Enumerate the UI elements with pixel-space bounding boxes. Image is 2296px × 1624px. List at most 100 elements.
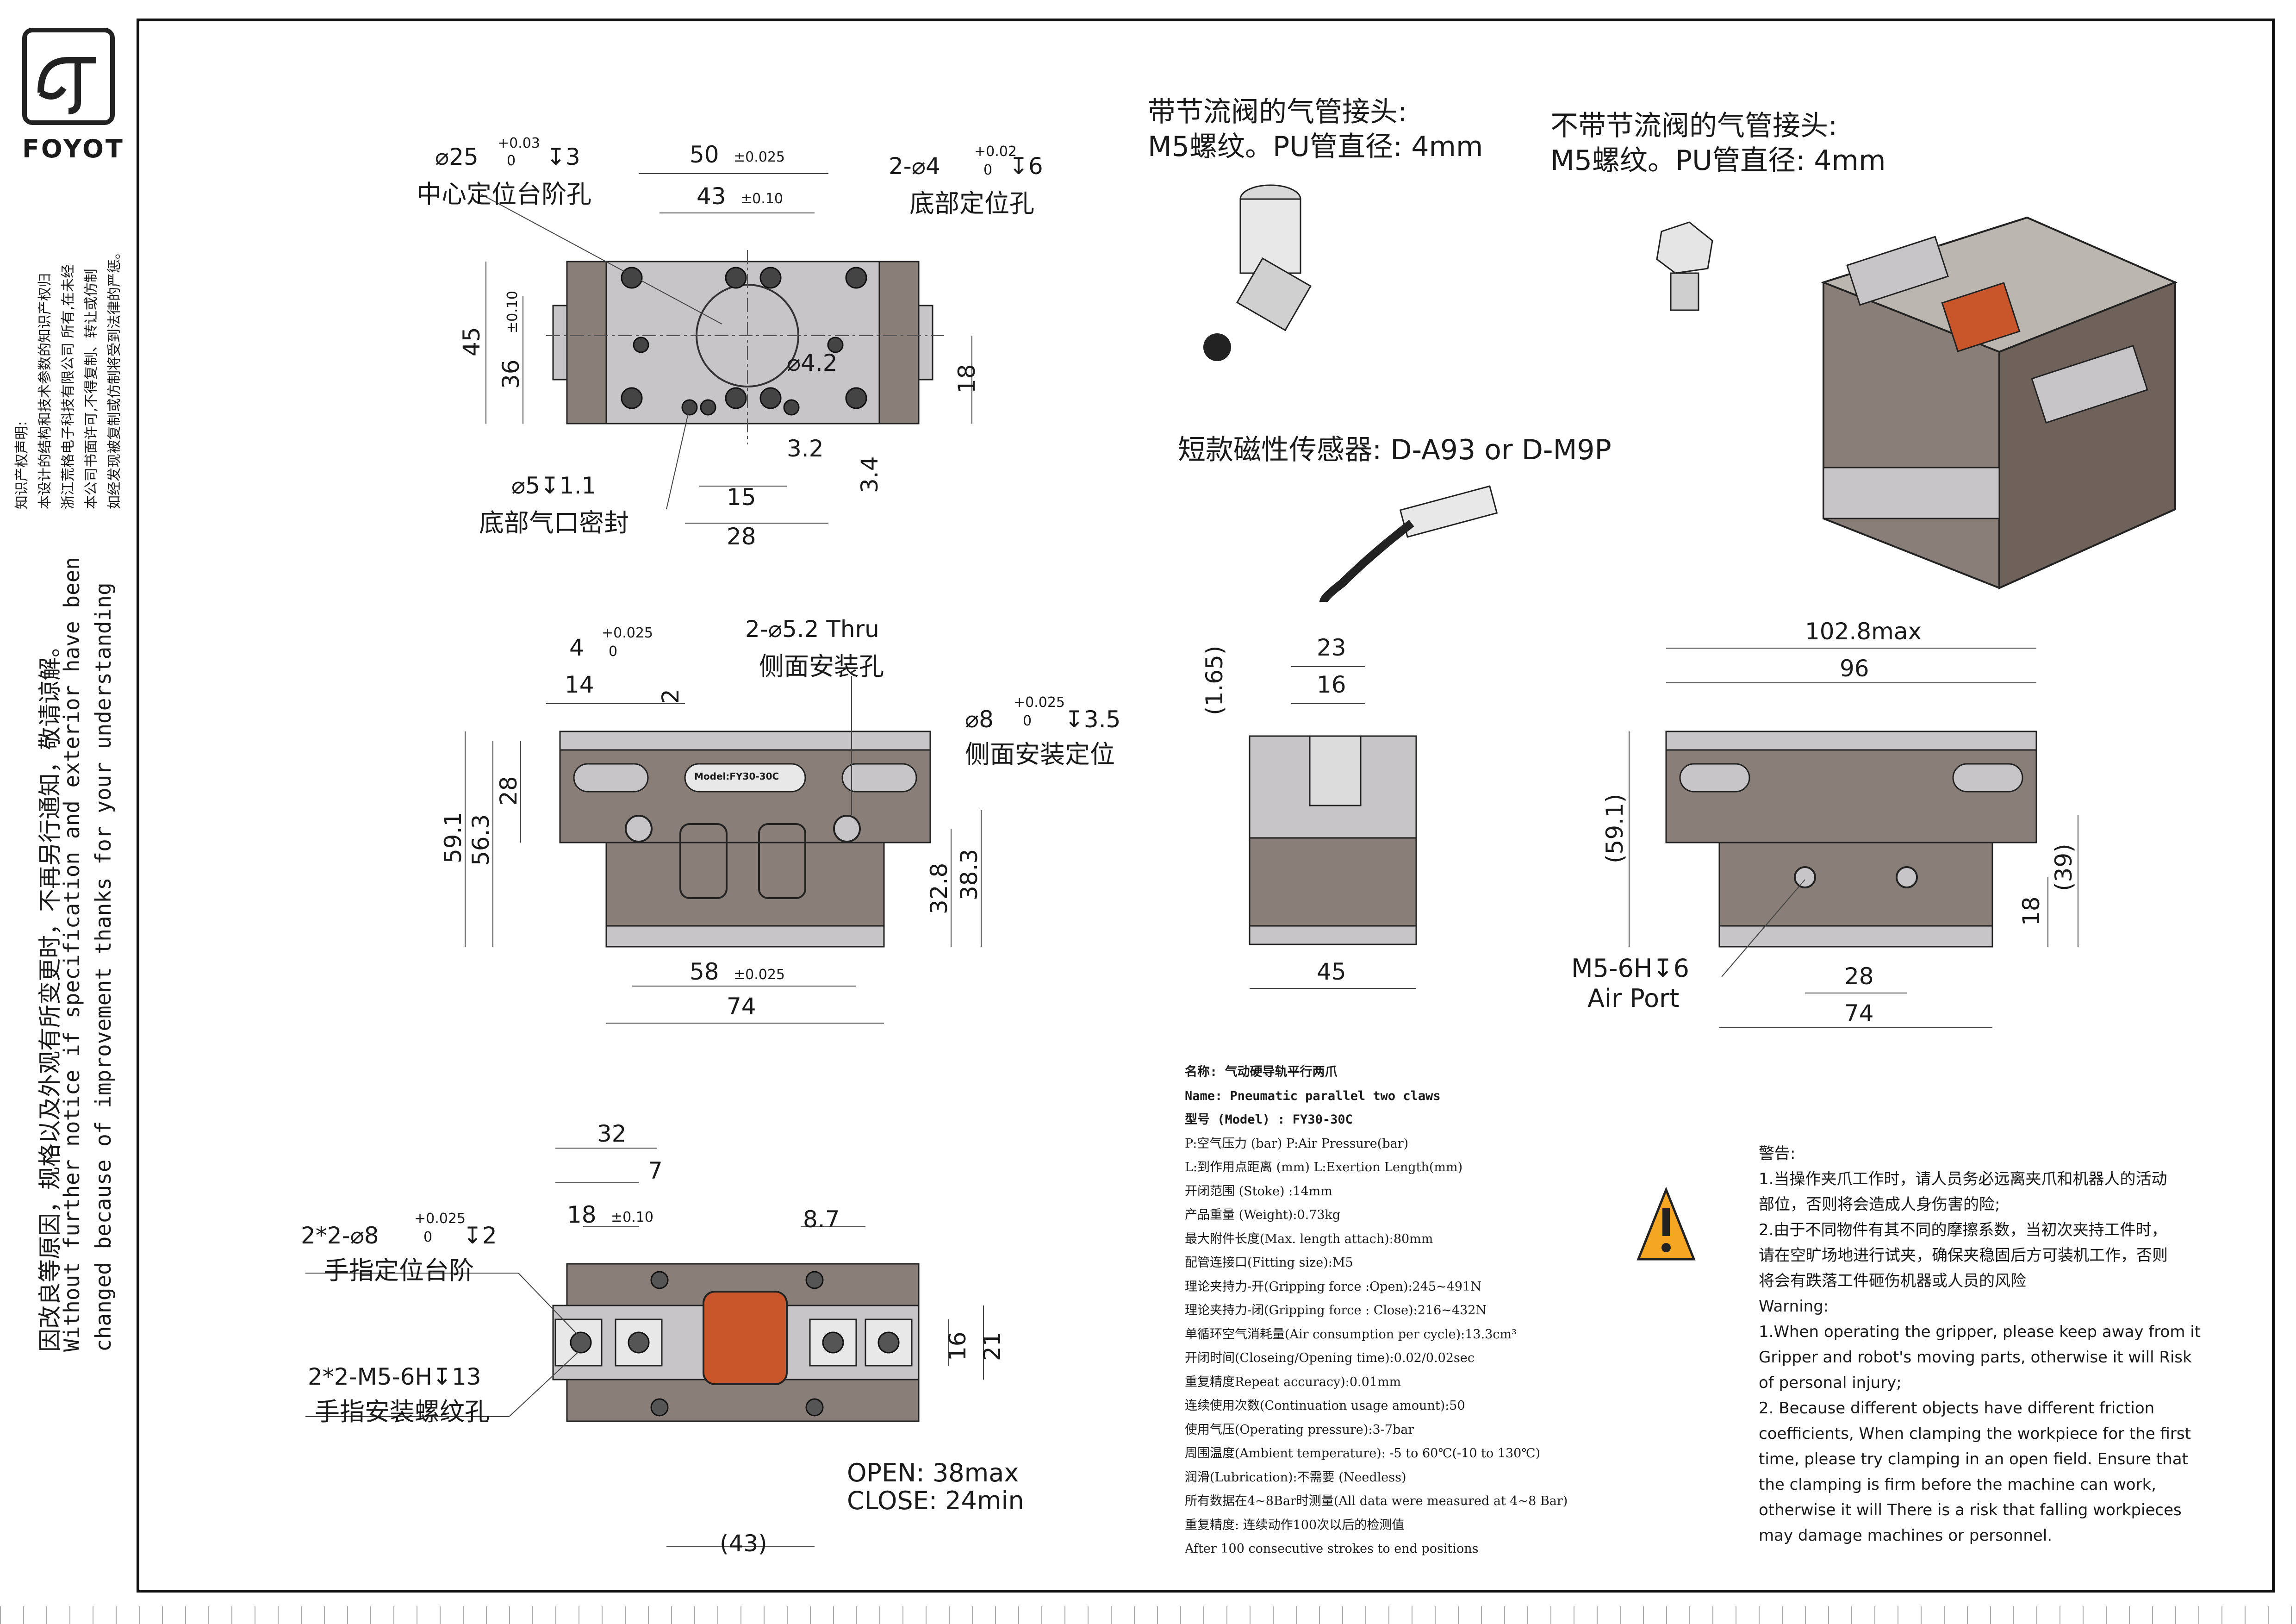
dim-d8-tol2: 0: [1023, 713, 1032, 729]
spec-item: 重复精度Repeat accuracy):0.01mm: [1185, 1374, 1401, 1389]
fitting-with-valve-title: 带节流阀的气管接头:: [1148, 96, 1407, 128]
fitting-no-valve-spec: M5螺纹。PU管直径: 4mm: [1550, 144, 1886, 177]
warning-line: 1.当操作夹爪工作时，请人员务必远离夹爪和机器人的活动: [1759, 1170, 2167, 1188]
dim-h591-ref: (59.1): [1601, 793, 1628, 863]
dim-w58-tol: ±0.025: [734, 967, 785, 983]
dim-w43: 43: [697, 183, 726, 210]
warning-line: Warning:: [1759, 1297, 1829, 1316]
dim-h165: (1.65): [1201, 645, 1228, 715]
dim-w74-back: 74: [1844, 1000, 1874, 1027]
dim-h18: 18: [953, 364, 980, 394]
spec-item: 连续使用次数(Continuation usage amount):50: [1185, 1399, 1465, 1413]
top-view: [481, 173, 972, 524]
dim-w50-tol: ±0.025: [734, 149, 785, 165]
dim-w58: 58: [690, 958, 719, 985]
warning-line: 将会有跌落工件砸伤机器或人员的风险: [1759, 1272, 2026, 1290]
dim-w4-tol: +0.025: [602, 625, 653, 641]
dim-w4: 4: [569, 634, 584, 661]
dim-h36: 36: [498, 359, 524, 389]
dim-h563: 56.3: [467, 814, 494, 866]
model-tag: Model:FY30-30C: [694, 771, 779, 782]
warning-line: may damage machines or personnel.: [1759, 1526, 2053, 1545]
dim-d42: ⌀4.2: [787, 350, 838, 376]
center-step-hole-label: 中心定位台阶孔: [417, 180, 591, 209]
dim-h21: 21: [979, 1331, 1006, 1361]
dim-w14: 14: [565, 671, 594, 698]
stroke-close: CLOSE: 24min: [847, 1486, 1024, 1515]
dim-d8: ⌀8: [965, 706, 994, 733]
warning-text: 警告: 1.当操作夹爪工作时，请人员务必远离夹爪和机器人的活动 部位，否则将会造…: [1759, 1141, 2235, 1549]
spec-name-en: Name: Pneumatic parallel two claws: [1185, 1088, 1441, 1103]
dim-h18-back: 18: [2018, 896, 2045, 926]
dim-w15: 15: [727, 484, 756, 511]
warning-line: 请在空旷场地进行试夹，确保夹稳固后方可装机工作，否则: [1759, 1246, 2168, 1265]
dim-d25-depth: ↧3: [546, 144, 580, 170]
dim-finger-d8: 2*2-⌀8: [301, 1222, 379, 1249]
dim-d4-tol: +0.02: [974, 144, 1017, 160]
spec-item: 周围温度(Ambient temperature): -5 to 60℃(-10…: [1185, 1446, 1541, 1461]
dim-h34: 3.4: [856, 456, 883, 493]
side-view: [1249, 666, 1417, 989]
spec-item: 单循环空气消耗量(Air consumption per cycle):13.3…: [1185, 1327, 1517, 1342]
spec-list: 名称: 气动硬导轨平行两爪 Name: Pneumatic parallel t…: [1185, 1060, 1568, 1561]
back-view: [1629, 648, 2078, 1028]
spec-item: 最大附件长度(Max. length attach):80mm: [1185, 1231, 1433, 1246]
spec-item: 产品重量 (Weight):0.73kg: [1185, 1208, 1341, 1222]
spec-item: 所有数据在4~8Bar时测量(All data were measured at…: [1185, 1494, 1568, 1508]
dim-h39: (39): [2050, 843, 2077, 891]
dim-h45: 45: [458, 327, 485, 356]
dim-d5: ⌀5↧1.1: [511, 472, 597, 499]
warning-line: 2.由于不同物件有其不同的摩擦系数，当初次夹持工件时，: [1759, 1221, 2167, 1239]
dim-d25-tol2: 0: [507, 153, 516, 169]
spec-item: 配管连接口(Fitting size):M5: [1185, 1255, 1353, 1270]
spec-item: 润滑(Lubrication):不需要 (Needless): [1185, 1470, 1406, 1485]
dim-w28-back: 28: [1844, 963, 1874, 990]
bottom-ruler: [0, 1606, 2296, 1624]
spec-item: L:到作用点距离 (mm) L:Exertion Length(mm): [1185, 1160, 1463, 1174]
drawing-frame: [137, 19, 2275, 1593]
warning-line: Gripper and robot's moving parts, otherw…: [1759, 1348, 2192, 1367]
dim-w74: 74: [727, 993, 756, 1020]
dim-d4-depth: ↧6: [1009, 153, 1043, 180]
dim-finger-thread: 2*2-M5-6H↧13: [308, 1363, 481, 1390]
spec-model: 型号 (Model) : FY30-30C: [1185, 1112, 1353, 1127]
dim-finger-d8-tol: +0.025: [414, 1211, 466, 1227]
dim-w7: 7: [648, 1157, 663, 1184]
dim-w45: 45: [1317, 958, 1346, 985]
dim-w32: 3.2: [787, 435, 824, 462]
dim-d25-tol: +0.03: [498, 135, 540, 151]
finger-thread-label: 手指安装螺纹孔: [315, 1397, 490, 1426]
front-view: [465, 676, 982, 1024]
dim-w28: 28: [727, 523, 756, 550]
bottom-air-seal-label: 底部气口密封: [479, 508, 629, 537]
warning-line: 警告:: [1759, 1144, 1796, 1163]
spec-name-zh: 名称: 气动硬导轨平行两爪: [1185, 1065, 1338, 1079]
dim-finger-d8-tol2: 0: [423, 1229, 433, 1245]
dim-h16: 16: [944, 1331, 971, 1361]
spec-item: 重复精度: 连续动作100次以后的检测值: [1185, 1518, 1405, 1532]
dim-w1028: 102.8max: [1805, 618, 1922, 645]
dim-finger-d8-depth: ↧2: [463, 1222, 497, 1249]
spec-item: 理论夹持力-闭(Gripping force : Close):216~432N: [1185, 1303, 1487, 1318]
fitting-with-valve-spec: M5螺纹。PU管直径: 4mm: [1148, 131, 1483, 163]
fitting-no-valve-title: 不带节流阀的气管接头:: [1550, 110, 1838, 142]
foyot-logo-icon: [22, 28, 115, 125]
warning-line: the clamping is firm before the machine …: [1759, 1475, 2157, 1494]
air-port-label: Air Port: [1587, 984, 1680, 1013]
spec-item: 使用气压(Operating pressure):3-7bar: [1185, 1422, 1414, 1437]
dim-d8-depth: ↧3.5: [1064, 706, 1121, 733]
dim-d4-tol2: 0: [983, 162, 993, 178]
side-mount-hole-label: 侧面安装孔: [759, 652, 884, 681]
dim-w43-tol: ±0.10: [740, 191, 783, 207]
spec-item: P:空气压力 (bar) P:Air Pressure(bar): [1185, 1136, 1409, 1151]
side-mount-locate-label: 侧面安装定位: [965, 740, 1115, 769]
dim-h36-tol: ±0.10: [504, 291, 521, 333]
fitting-with-valve-icon: [1203, 184, 1312, 361]
air-port-spec: M5-6H↧6: [1571, 954, 1689, 983]
dim-w23: 23: [1317, 634, 1346, 661]
dim-h383: 38.3: [956, 849, 983, 900]
spec-item: 开闭范围 (Stoke) :14mm: [1185, 1184, 1332, 1199]
dim-w43-ref: (43): [720, 1530, 767, 1557]
warning-line: 2. Because different objects have differ…: [1759, 1399, 2155, 1418]
